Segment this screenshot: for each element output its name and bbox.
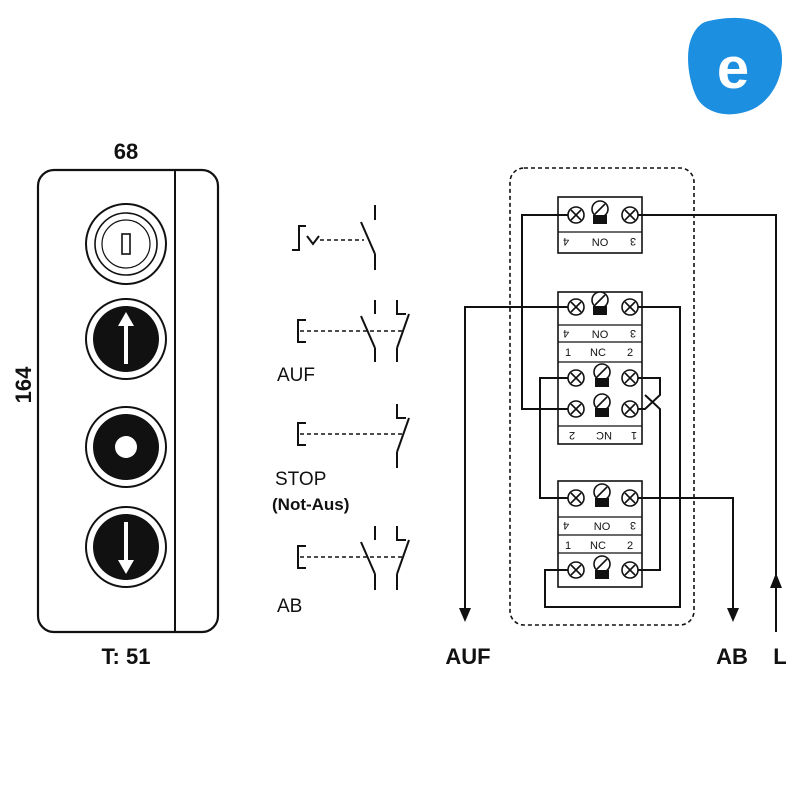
wire-l	[638, 214, 777, 575]
m4-terminal-3: 3	[630, 519, 636, 531]
output-auf-label: AUF	[445, 644, 490, 669]
m3-terminal-2: 2	[569, 429, 575, 441]
l-arrow-icon	[770, 573, 782, 588]
m3-terminal-1: 1	[631, 429, 637, 441]
wire-ab-out	[638, 497, 734, 618]
stop-switch-symbol-icon	[297, 404, 410, 468]
m2-terminal-3: 3	[630, 327, 636, 339]
wire-key-bus	[521, 214, 568, 410]
wire-nc-right	[638, 394, 661, 571]
wire-auf-out	[464, 306, 568, 618]
panel-width-label: 68	[114, 139, 138, 164]
m2-nc-label: NC	[590, 347, 606, 359]
stop-sub-label: (Not-Aus)	[272, 495, 349, 514]
ab-arrow-icon	[727, 608, 739, 622]
push-button-panel: 68 164 T: 51	[11, 139, 220, 669]
auf-arrow-icon	[459, 608, 471, 622]
wire-auf-link	[544, 306, 681, 608]
m1-terminal-4: 4	[563, 235, 569, 247]
m4-nc-label: NC	[590, 540, 606, 552]
key-slot-icon	[85, 203, 167, 285]
m2-terminal-1: 1	[565, 347, 571, 359]
m1-terminal-3: 3	[630, 235, 636, 247]
ab-symbol-label: AB	[277, 596, 302, 617]
m3-nc-label: NC	[596, 429, 612, 441]
panel-housing	[36, 168, 220, 634]
m4-terminal-1: 1	[565, 540, 571, 552]
output-l-label: L	[773, 644, 786, 669]
m2-terminal-2: 2	[627, 347, 633, 359]
auf-switch-symbol-icon	[297, 300, 410, 362]
wires	[459, 214, 782, 632]
panel-height-label: 164	[11, 366, 36, 403]
output-ab-label: AB	[716, 644, 748, 669]
contact-module-key: 4 NO 3	[557, 196, 643, 254]
m4-no-label: NO	[594, 521, 611, 533]
m4-terminal-4: 4	[563, 519, 569, 531]
ab-switch-symbol-icon	[297, 526, 410, 590]
key-switch-symbol-icon	[292, 205, 376, 270]
contact-module-auf: 4 NO 3 1 NC 2 2 NC 1	[557, 291, 643, 445]
arrow-down-icon	[85, 506, 167, 588]
wire-nc-cross	[638, 377, 661, 410]
m4-terminal-2: 2	[627, 540, 633, 552]
m2-terminal-4: 4	[563, 327, 569, 339]
terminal-block-wiring: 4 NO 3 4 NO 3 1 NC 2 2 NC	[445, 167, 787, 669]
arrow-up-icon	[85, 298, 167, 380]
m2-no-label: NO	[592, 329, 609, 341]
panel-depth-label: T: 51	[102, 644, 151, 669]
auf-symbol-label: AUF	[277, 365, 315, 386]
switch-symbols: AUF STOP (Not-Aus) AB	[272, 205, 410, 617]
logo-letter: e	[717, 36, 749, 101]
stop-ring-icon	[85, 406, 167, 488]
contact-module-ab: 4 NO 3 1 NC 2	[557, 480, 643, 588]
wire-nc-left	[539, 377, 568, 499]
enclosure-outline	[509, 167, 695, 626]
stop-symbol-label: STOP	[275, 469, 326, 490]
brand-logo-icon: e	[688, 17, 783, 115]
m1-no-label: NO	[592, 237, 609, 249]
